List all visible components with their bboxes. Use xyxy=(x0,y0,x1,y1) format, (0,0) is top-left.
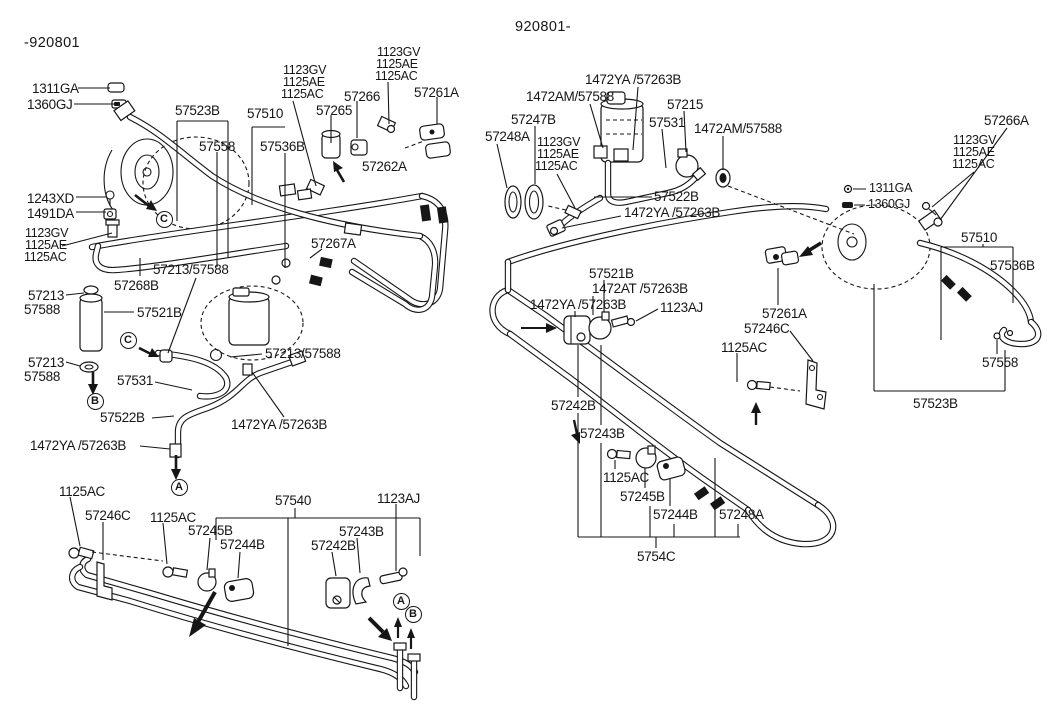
part-label: 57248A xyxy=(485,129,530,144)
part-label: 57521B xyxy=(589,266,634,281)
part-label: 57510 xyxy=(247,106,284,121)
part-label: 1123AJ xyxy=(660,300,703,315)
direction-arrows xyxy=(88,161,822,649)
part-label: 1125AC xyxy=(721,340,767,355)
part-label: 57248A xyxy=(719,507,764,522)
part-label: 57523B xyxy=(913,396,958,411)
part-label: 57523B xyxy=(175,103,220,118)
part-label: 1125AC xyxy=(535,159,578,173)
part-label: 1125AE xyxy=(376,57,418,71)
part-label: 1243XD xyxy=(27,191,74,206)
part-label: 1125AE xyxy=(537,147,579,161)
part-label: 57522B xyxy=(100,410,145,425)
part-label: 1125AC xyxy=(24,250,67,264)
part-label: 57242B xyxy=(311,538,356,553)
callout-b: B xyxy=(404,605,422,623)
part-label: 1125AC xyxy=(603,470,649,485)
part-label: 1311GA xyxy=(869,181,913,195)
part-label: 57521B xyxy=(137,305,182,320)
part-label: 57243B xyxy=(580,426,625,441)
part-label: 57266 xyxy=(344,89,381,104)
right-reservoir-and-pump xyxy=(593,91,931,290)
part-label: 1472AT /57263B xyxy=(592,281,688,296)
part-label: 57268B xyxy=(114,278,159,293)
part-label: 1125AE xyxy=(283,75,325,89)
callout-c: C xyxy=(155,210,173,228)
part-label: 1472YA /57263B xyxy=(231,417,328,432)
part-label: 57265 xyxy=(316,103,353,118)
part-label: 57531 xyxy=(117,373,154,388)
part-label: 57245B xyxy=(620,489,665,504)
part-label: 57588 xyxy=(24,369,61,384)
part-label: 1472YA /57263B xyxy=(530,297,627,312)
right-hose-runs xyxy=(489,159,1042,548)
part-label: 1123GV xyxy=(283,63,327,77)
callout-c: C xyxy=(119,331,137,349)
part-label: 1123GV xyxy=(953,133,997,147)
part-label: 57244B xyxy=(220,537,265,552)
part-label: 57536B xyxy=(260,139,305,154)
part-label: 1125AC xyxy=(150,510,196,525)
part-label: 1123GV xyxy=(25,226,69,240)
part-label: 1125AC xyxy=(281,87,324,101)
part-label: 57246C xyxy=(85,508,131,523)
part-label: 57558 xyxy=(982,355,1019,370)
part-label: 1125AC xyxy=(375,69,418,83)
part-label: 57558 xyxy=(199,139,236,154)
left-pump-and-reservoir xyxy=(103,136,304,362)
bottom-left-cooler-tube xyxy=(68,546,421,701)
part-label: 57213/57588 xyxy=(153,262,229,277)
part-label: 57261A xyxy=(762,306,807,321)
part-label: 1491DA xyxy=(27,206,74,221)
part-label: 1472YA /57263B xyxy=(30,438,127,453)
part-label: 57213 xyxy=(28,355,65,370)
callout-a: A xyxy=(392,592,410,610)
part-label: 57510 xyxy=(961,230,998,245)
part-label: 57588 xyxy=(24,302,61,317)
part-label: 57244B xyxy=(653,507,698,522)
dashed-guides xyxy=(91,140,855,562)
part-label: 57215 xyxy=(667,97,704,112)
part-label: 57540 xyxy=(275,493,312,508)
part-label: 1472YA /57263B xyxy=(585,72,682,87)
left-small-parts xyxy=(79,82,451,458)
part-label: 1125AC xyxy=(59,484,105,499)
part-label: 1123AJ xyxy=(377,491,420,506)
bracket-lines xyxy=(176,120,1014,646)
part-label: 1125AC xyxy=(952,157,995,171)
part-label: 57531 xyxy=(649,115,686,130)
part-label: 57243B xyxy=(339,524,384,539)
right-section-title: 920801- xyxy=(515,19,572,35)
part-label: 57242B xyxy=(551,398,596,413)
leader-lines xyxy=(61,81,1008,579)
part-label: 1472AM/57588 xyxy=(526,89,614,104)
part-label: 57261A xyxy=(414,85,459,100)
right-small-parts xyxy=(504,148,1014,481)
part-label: 1360GJ xyxy=(27,97,73,112)
left-hose-runs xyxy=(88,113,449,459)
part-label: 1125AE xyxy=(25,238,67,252)
part-label: 57536B xyxy=(990,258,1035,273)
part-label: 57245B xyxy=(188,523,233,538)
callout-a: A xyxy=(170,478,188,496)
part-label: 5754C xyxy=(637,549,676,564)
left-section-title: -920801 xyxy=(24,35,81,51)
part-label: 57246C xyxy=(744,321,790,336)
part-label: 1472YA /57263B xyxy=(624,205,721,220)
part-label: 57262A xyxy=(362,159,407,174)
part-label: 57213 xyxy=(28,288,65,303)
part-label: 1123GV xyxy=(377,45,421,59)
part-label: 57266A xyxy=(984,113,1029,128)
part-label: 57247B xyxy=(511,112,556,127)
part-label: 1472AM/57588 xyxy=(694,121,782,136)
part-label: 57267A xyxy=(311,236,356,251)
part-label: 57213/57588 xyxy=(265,346,341,361)
part-label: 1311GA xyxy=(32,81,79,96)
part-label: 1123GV xyxy=(537,135,581,149)
part-label: 57522B xyxy=(654,189,699,204)
part-label: 1360GJ xyxy=(868,197,910,211)
part-label: 1125AE xyxy=(953,145,995,159)
callout-b: B xyxy=(86,392,104,410)
